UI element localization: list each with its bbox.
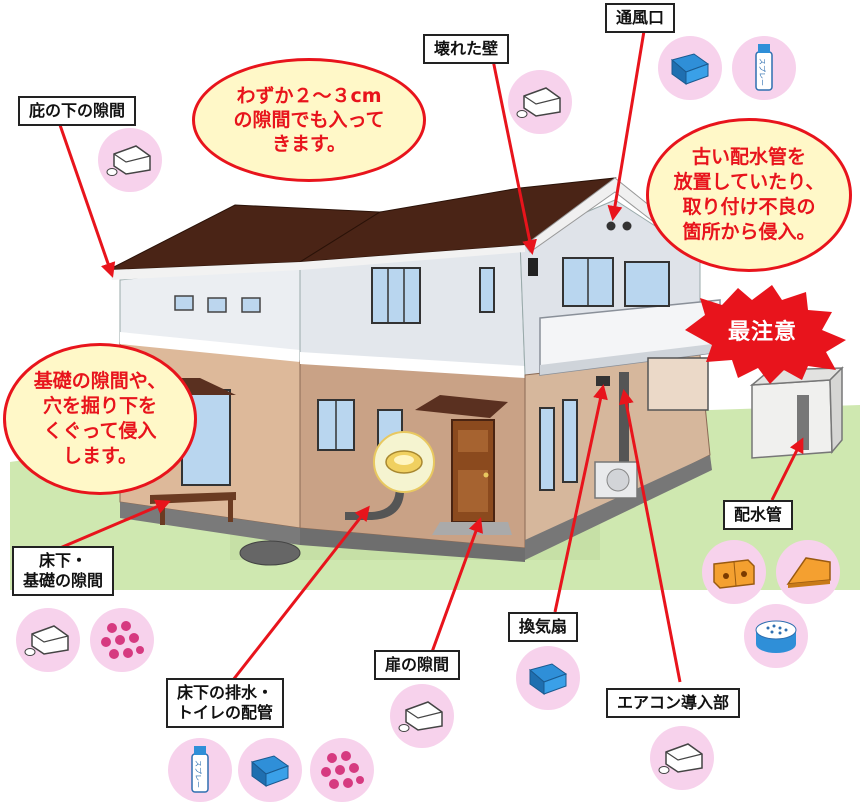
label-broken-wall: 壊れた壁	[423, 34, 510, 64]
warning-text: 最注意	[728, 320, 798, 345]
blue-plate-icon	[238, 738, 302, 802]
vent-hole	[606, 221, 616, 231]
arrow-door	[430, 517, 483, 653]
putty-balls-icon	[310, 738, 374, 802]
arrow-fan	[553, 384, 608, 613]
label-eaves: 庇の下の隙間	[18, 96, 137, 126]
bubble-gap-size: わずか２～３cm の隙間でも入って きます。	[192, 58, 426, 182]
orange-triangle-icon	[776, 540, 840, 604]
cover-icon	[98, 128, 162, 192]
blue-plate-icon	[658, 36, 722, 100]
cover-icon	[650, 726, 714, 790]
bubble-foundation: 基礎の隙間や、 穴を掘り下を くぐって侵入 します。	[3, 343, 197, 495]
arrow-aircon	[618, 389, 682, 683]
cover-icon	[508, 70, 572, 134]
pipe-box	[749, 366, 844, 459]
label-floor-foundation: 床下・ 基礎の隙間	[12, 546, 115, 596]
spray-icon: スプレー	[732, 36, 796, 100]
arrow-toilet	[231, 505, 370, 681]
blue-plate-icon	[516, 646, 580, 710]
spray-label: スプレー	[758, 58, 766, 86]
putty-balls-icon	[90, 608, 154, 672]
door-canopy	[415, 395, 508, 418]
roof-main	[299, 177, 617, 263]
label-underfloor-drain: 床下の排水・ トイレの配管	[166, 678, 285, 728]
bench	[150, 492, 236, 504]
ac-outdoor-unit	[594, 461, 638, 499]
warning-burst	[685, 285, 846, 384]
label-door-gap: 扉の隙間	[374, 650, 461, 680]
spray-label: スプレー	[194, 760, 202, 788]
arrow-broken-wall	[491, 59, 537, 255]
label-vent: 通風口	[605, 3, 676, 33]
arrow-eaves	[58, 124, 116, 278]
tape-roll-icon	[744, 604, 808, 668]
left-wing-windows	[174, 295, 261, 313]
spray-icon: スプレー	[168, 738, 232, 802]
drain-pipe	[619, 372, 629, 487]
label-aircon: エアコン導入部	[606, 688, 741, 718]
manhole	[239, 540, 301, 566]
cover-icon	[390, 684, 454, 748]
label-water-pipe: 配水管	[723, 500, 794, 530]
label-fan: 換気扇	[508, 612, 579, 642]
toilet-pipe	[345, 478, 405, 520]
arrow-foundation	[59, 499, 171, 550]
cover-icon	[16, 608, 80, 672]
bubble-old-pipe: 古い配水管を 放置していたり、 取り付け不良の 箇所から侵入。	[646, 118, 852, 272]
arrow-vent	[607, 24, 647, 221]
arrow-water-pipe	[770, 437, 804, 501]
orange-plate-icon	[702, 540, 766, 604]
